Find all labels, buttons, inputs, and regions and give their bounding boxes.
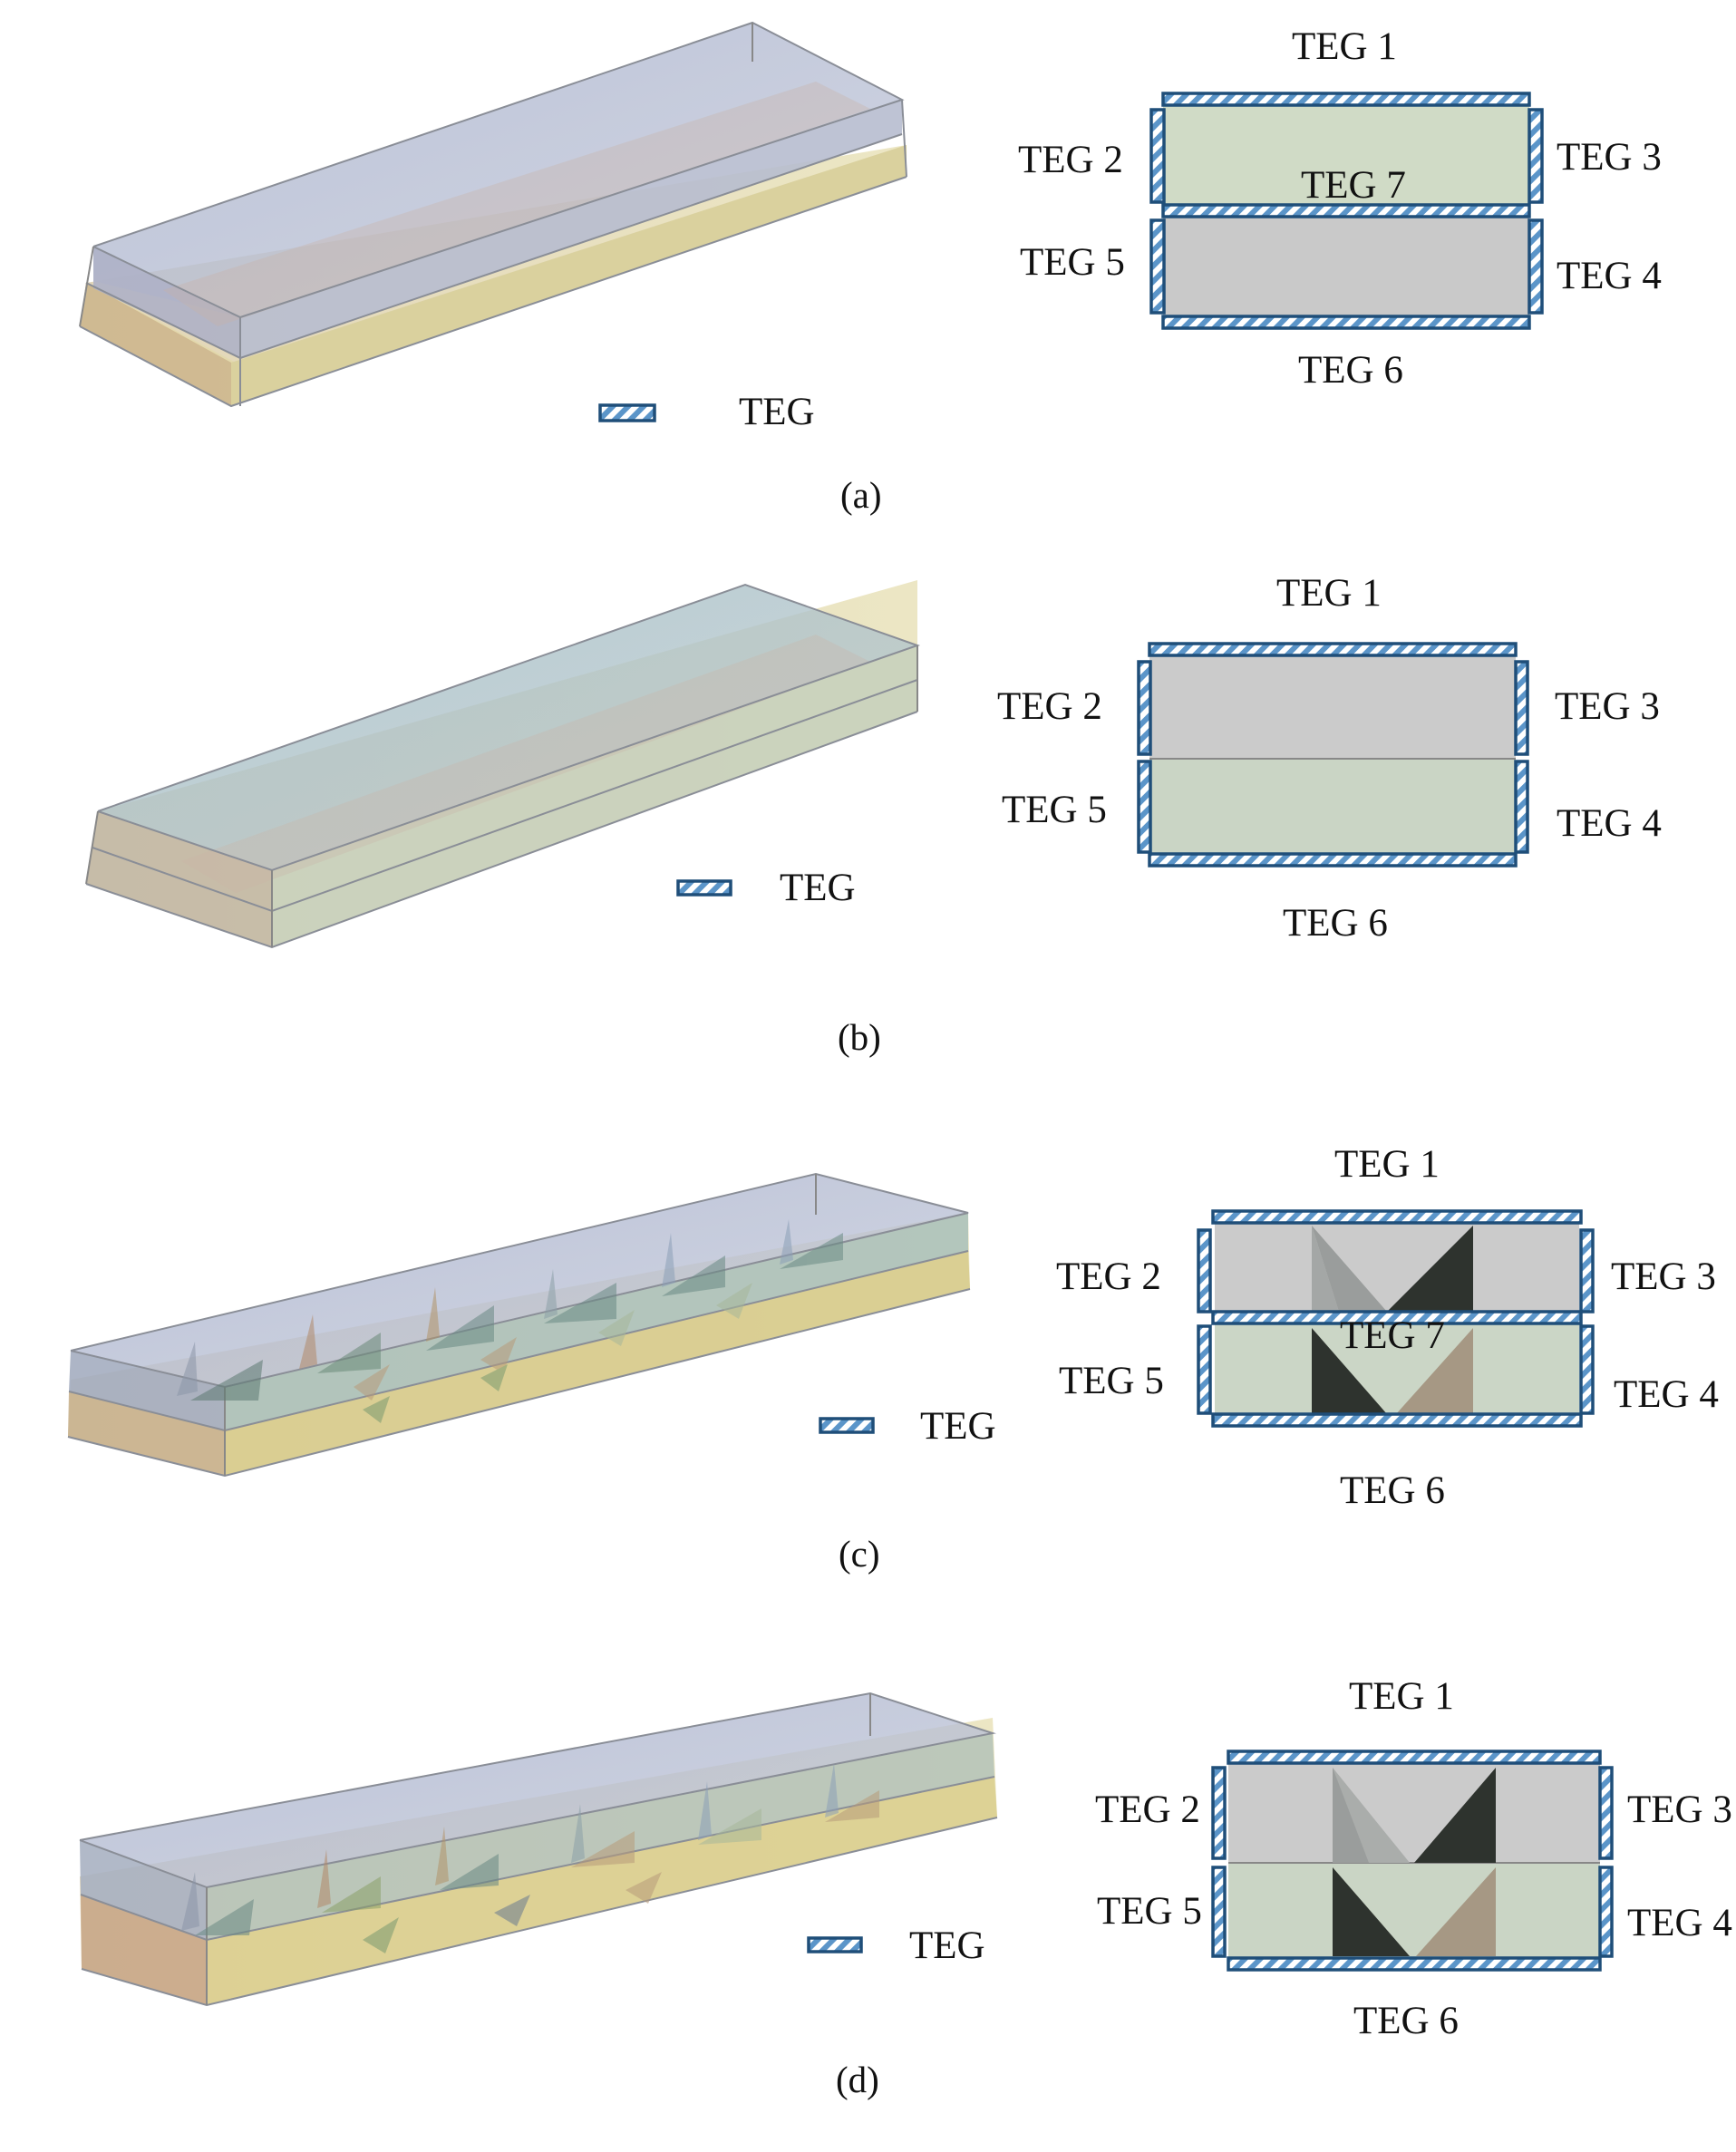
teg-5-module [1211,1866,1227,1958]
panel-c-caption: (c) [839,1533,880,1575]
fin-tan [1416,1867,1496,1956]
teg-2-label: TEG 2 [997,685,1102,728]
fins [177,1219,843,1423]
panel-c: TEG TEG 1 TEG 2 TEG 3 TEG 7 TEG 5 TEG 4 [67,1143,1719,1575]
panel-b: TEG TEG 1 TEG 2 TEG 3 TEG 5 TEG 4 TEG 6 … [85,572,1662,1058]
teg-3-label: TEG 3 [1611,1255,1716,1298]
panel-a-legend: TEG [598,391,815,433]
teg-5-label: TEG 5 [1097,1890,1202,1933]
fins [181,1763,879,1953]
teg-5-module [1197,1324,1212,1415]
teg-3-label: TEG 3 [1555,685,1660,728]
teg-2-module [1149,108,1166,204]
teg-1-module [1161,92,1531,107]
panel-d: TEG TEG 1 TEG 2 TEG 3 TEG 5 TEG 4 TEG 6 … [79,1675,1732,2100]
bottom-channel [1163,217,1529,316]
teg-2-module [1211,1766,1227,1860]
fin-dark [1387,1226,1473,1312]
teg-6-label: TEG 6 [1353,2000,1459,2042]
top-channel [1215,1221,1579,1312]
fin-dark [1333,1867,1410,1956]
teg-2-label: TEG 2 [1018,139,1123,181]
bottom-channel [1228,1863,1600,1963]
teg-1-module [1211,1209,1583,1225]
teg-3-module [1579,1228,1595,1313]
teg-6-module [1148,852,1518,868]
teg-2-module [1197,1228,1212,1313]
teg-2-label: TEG 2 [1056,1255,1161,1298]
panel-d-legend: TEG [807,1924,985,1967]
teg-6-label: TEG 6 [1340,1469,1445,1512]
teg-6-module [1227,1956,1602,1972]
teg-1-label: TEG 1 [1349,1675,1454,1718]
teg-1-label: TEG 1 [1334,1143,1440,1186]
teg-5-label: TEG 5 [1059,1360,1164,1402]
teg-2-module [1137,660,1152,756]
panel-b-caption: (b) [838,1016,881,1058]
teg-7-label: TEG 7 [1340,1314,1445,1357]
teg-3-module [1514,660,1529,756]
bottom-channel [1215,1323,1579,1414]
teg-legend-swatch [819,1417,875,1434]
teg-6-label: TEG 6 [1298,349,1403,392]
panel-d-caption: (d) [836,2059,879,2100]
teg-3-label: TEG 3 [1627,1788,1732,1831]
panel-b-3d-channel [85,580,921,949]
teg-4-label: TEG 4 [1557,802,1662,845]
teg-1-label: TEG 1 [1292,25,1397,68]
panel-d-cross-section: TEG 1 TEG 2 TEG 3 TEG 5 TEG 4 TEG 6 [1095,1675,1732,2042]
bottom-channel [1149,759,1516,856]
teg-5-module [1137,760,1152,854]
teg-6-module [1161,315,1531,330]
teg-legend-swatch [676,879,732,897]
top-channel [1228,1763,1600,1863]
teg-3-module [1598,1766,1614,1860]
panel-d-3d-channel [79,1692,998,2007]
teg-4-module [1514,760,1529,854]
fin-dark [1312,1328,1387,1414]
teg-1-module [1227,1750,1602,1765]
panel-a-3d-channel [79,21,907,408]
top-channel [1163,102,1529,206]
panel-c-cross-section: TEG 1 TEG 2 TEG 3 TEG 7 TEG 5 TEG 4 TEG … [1056,1143,1719,1512]
panel-b-cross-section: TEG 1 TEG 2 TEG 3 TEG 5 TEG 4 TEG 6 [997,572,1662,945]
panel-a-cross-section: TEG 1 TEG 2 TEG 3 TEG 7 TEG 5 TEG 4 TEG … [1018,25,1662,392]
panel-b-legend: TEG [676,867,856,909]
teg-6-module [1211,1412,1583,1428]
teg-legend-label: TEG [909,1924,985,1967]
teg-5-label: TEG 5 [1002,789,1107,831]
teg-4-label: TEG 4 [1614,1373,1719,1416]
teg-legend-label: TEG [920,1405,996,1448]
teg-4-module [1598,1866,1614,1958]
teg-4-module [1527,218,1544,315]
teg-7-label: TEG 7 [1301,164,1406,207]
teg-3-label: TEG 3 [1557,136,1662,179]
panel-a-caption: (a) [840,474,882,516]
panel-c-legend: TEG [819,1405,996,1448]
teg-2-label: TEG 2 [1095,1788,1200,1831]
teg-5-label: TEG 5 [1020,241,1125,284]
teg-4-label: TEG 4 [1627,1902,1732,1944]
panel-a: TEG TEG 1 TEG 2 TEG 3 TEG 7 TEG 5 TEG 4 … [79,21,1662,516]
teg-1-module [1148,642,1518,657]
teg-1-label: TEG 1 [1276,572,1382,615]
fin-dark [1414,1768,1496,1863]
teg-7-module [1161,203,1531,218]
teg-legend-label: TEG [780,867,856,909]
teg-4-module [1579,1324,1595,1415]
teg-4-label: TEG 4 [1557,255,1662,297]
fin-light [1312,1226,1387,1312]
top-channel [1149,653,1516,759]
teg-6-label: TEG 6 [1283,902,1388,945]
teg-3-module [1527,108,1544,204]
panel-c-3d-channel [67,1172,971,1478]
teg-legend-swatch [598,403,656,422]
teg-5-module [1149,218,1166,315]
fin-tan [1396,1328,1473,1414]
teg-legend-swatch [807,1936,863,1953]
teg-7-module [1211,1310,1583,1325]
teg-legend-label: TEG [739,391,815,433]
